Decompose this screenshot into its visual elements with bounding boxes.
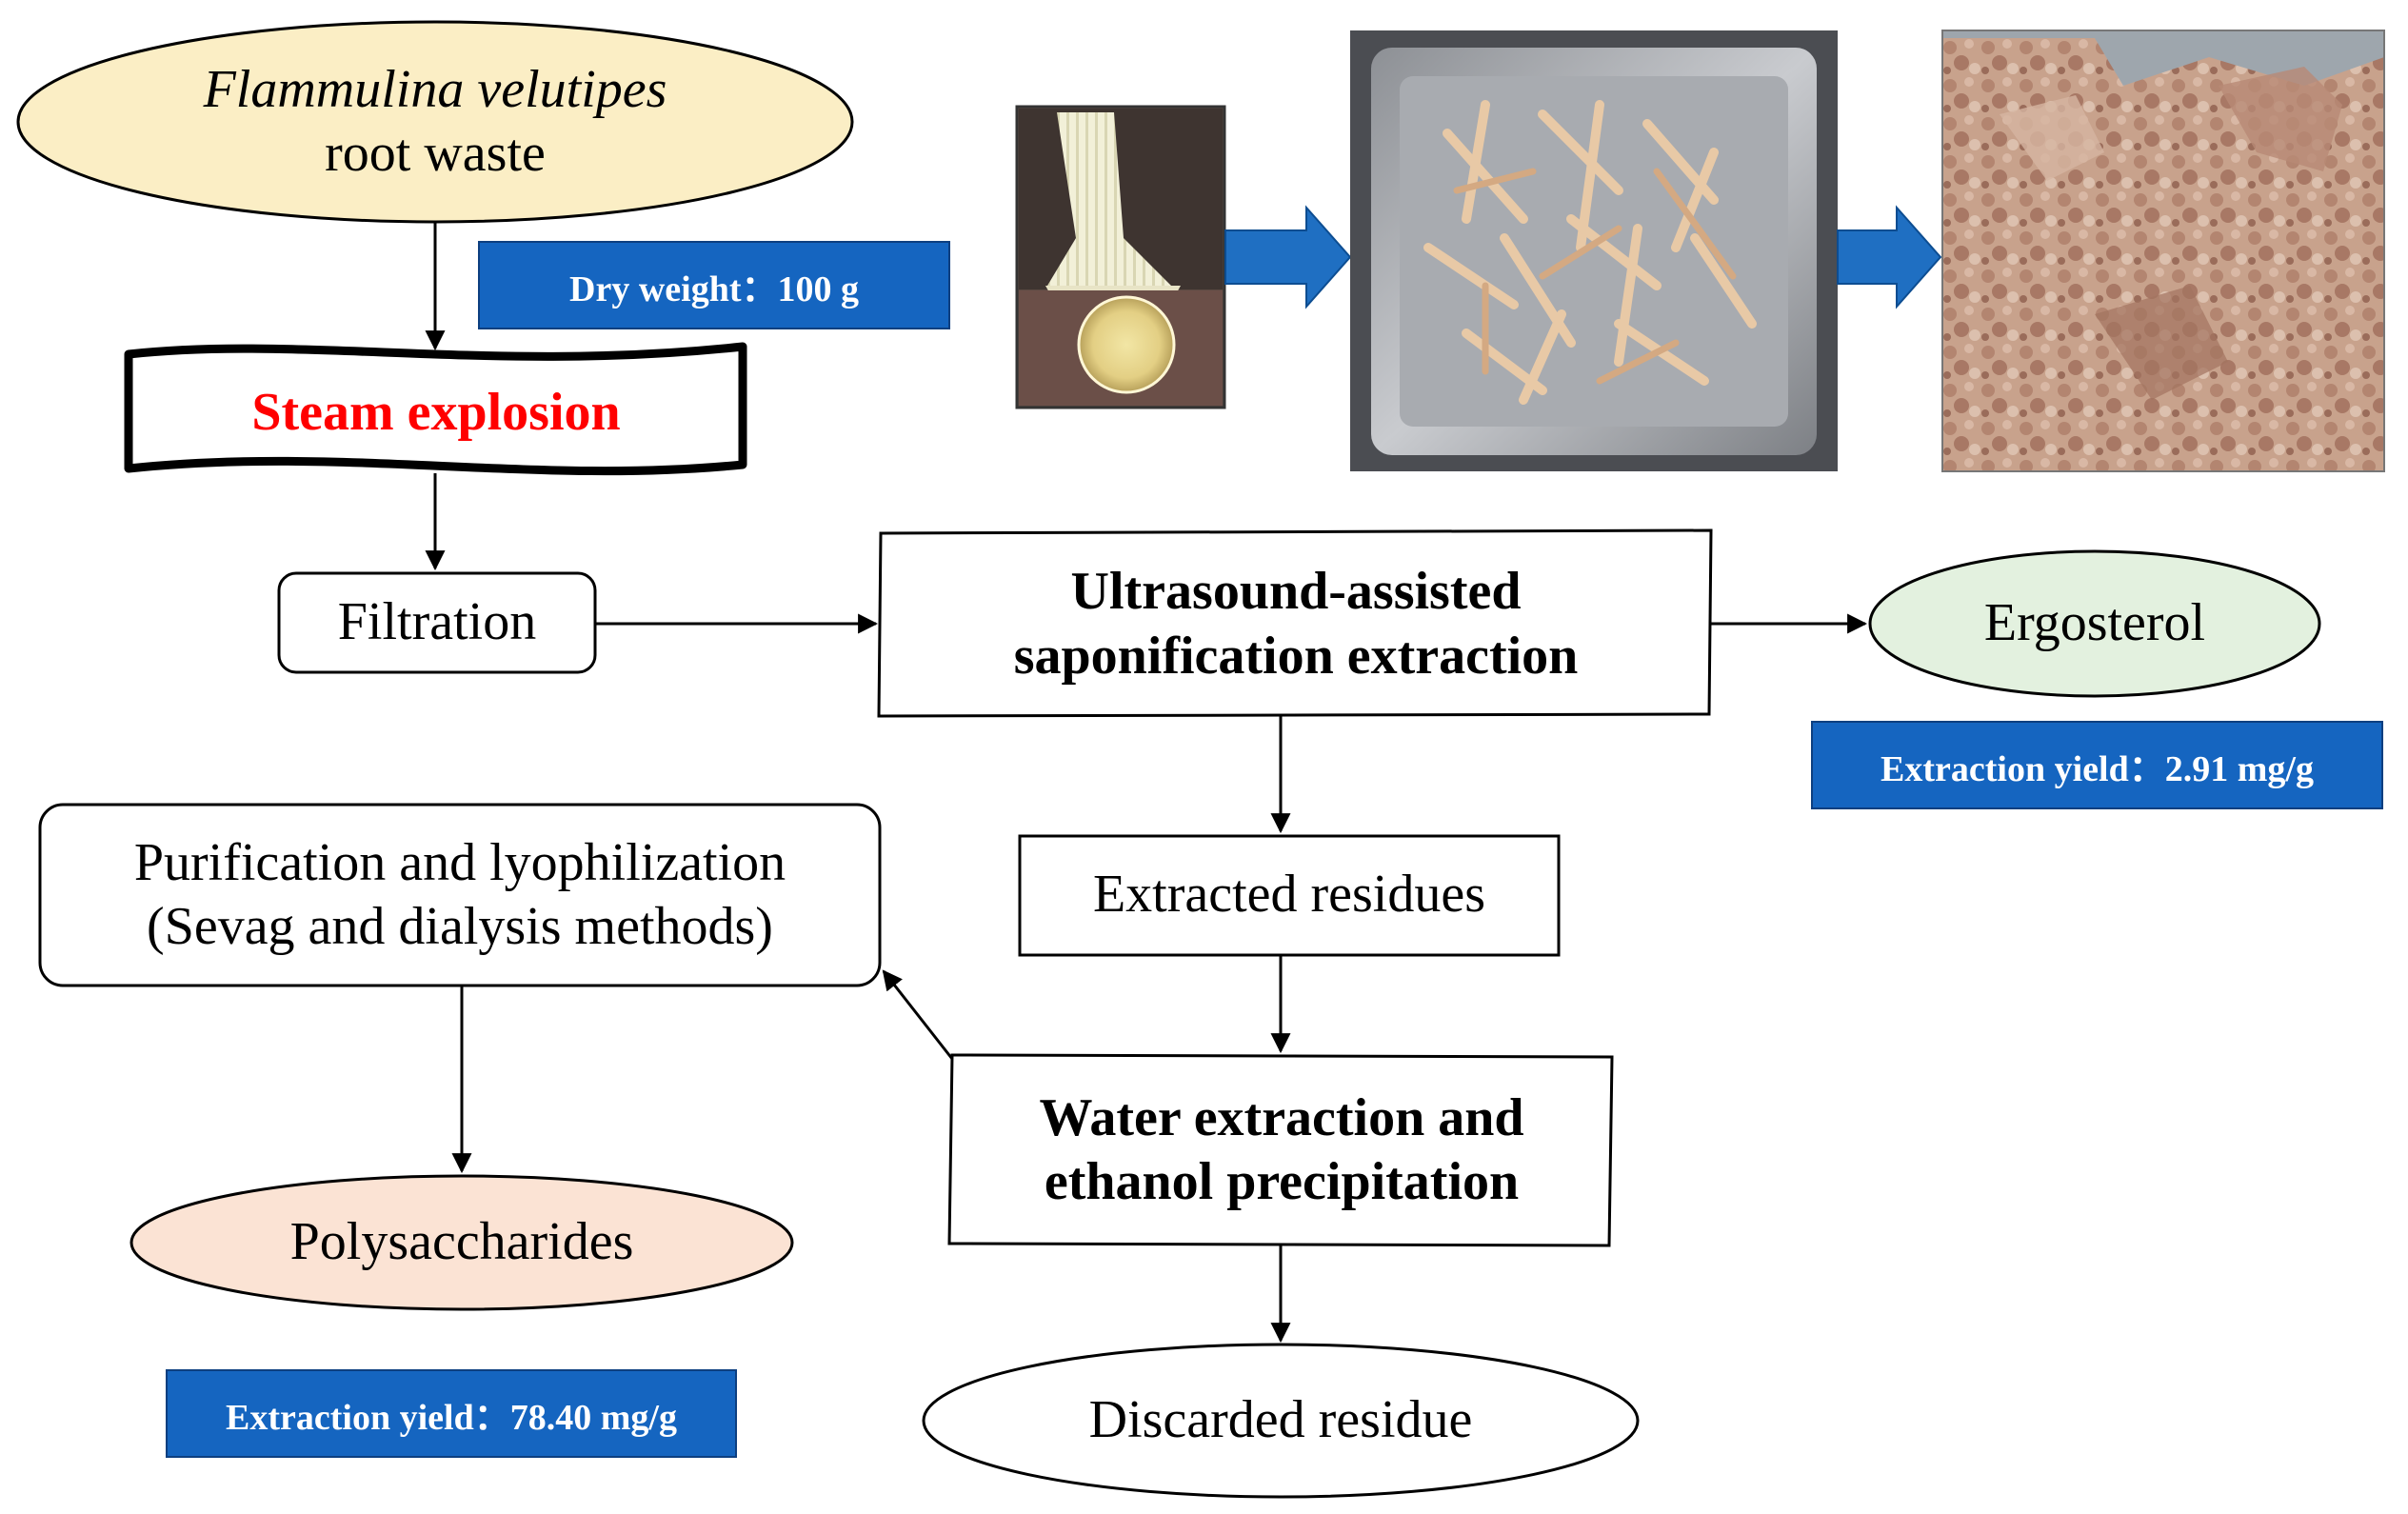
ergosterol-label: Ergosterol	[1872, 562, 2318, 686]
dry-weight-badge: Dry weight：100 g	[478, 241, 950, 329]
source-title: Flammulina velutipes	[203, 59, 667, 119]
purification-label: Purification and lyophilization (Sevag a…	[44, 808, 876, 982]
steam-explosion-text: Steam explosion	[251, 383, 621, 443]
water-extraction-box	[947, 1053, 1614, 1247]
filtration-label: Filtration	[282, 575, 592, 670]
purification-line-2: (Sevag and dialysis methods)	[147, 897, 773, 956]
ergosterol-yield-badge: Extraction yield：2.91 mg/g	[1811, 721, 2383, 809]
water-extraction-line-1: Water extraction and	[1039, 1087, 1524, 1147]
ergosterol-yield-text: Extraction yield：2.91 mg/g	[1881, 749, 2314, 789]
extracted-residues-text: Extracted residues	[1092, 865, 1486, 925]
polysaccharide-yield-text: Extraction yield：78.40 mg/g	[226, 1398, 677, 1438]
steam-explosion-label: Steam explosion	[133, 362, 739, 465]
discarded-residue-ellipse	[922, 1343, 1640, 1499]
discarded-residue-text: Discarded residue	[1088, 1390, 1473, 1450]
ergosterol-ellipse	[1868, 549, 2321, 698]
mushroom-root-photo	[1015, 105, 1226, 409]
extracted-residues-box	[1018, 834, 1561, 957]
purification-line-1: Purification and lyophilization	[133, 832, 786, 892]
polysaccharides-text: Polysaccharides	[289, 1212, 634, 1272]
ultrasound-line-1: Ultrasound-assisted	[1070, 562, 1522, 622]
water-extraction-label: Water extraction and ethanol precipitati…	[956, 1059, 1607, 1242]
photo-arrow-2	[1837, 205, 1942, 309]
arrow-water-to-purification	[882, 969, 954, 1060]
steam-explosion-box	[124, 342, 747, 476]
polysaccharides-label: Polysaccharides	[133, 1181, 790, 1305]
ultrasound-label: Ultrasound-assisted saponification extra…	[886, 536, 1706, 712]
purification-box	[38, 803, 882, 987]
steam-exploded-material-photo	[1941, 30, 2385, 472]
discarded-residue-label: Discarded residue	[928, 1352, 1633, 1489]
polysaccharide-yield-badge: Extraction yield：78.40 mg/g	[166, 1369, 737, 1458]
dry-weight-text: Dry weight：100 g	[569, 269, 859, 309]
water-extraction-line-2: ethanol precipitation	[1044, 1152, 1520, 1211]
source-node-text: Flammulina velutipes root waste	[57, 38, 813, 206]
extracted-residues-label: Extracted residues	[1023, 838, 1556, 952]
ultrasound-line-2: saponification extraction	[1013, 626, 1579, 686]
source-subtitle: root waste	[325, 124, 546, 183]
ergosterol-text: Ergosterol	[1983, 593, 2206, 653]
shredded-root-tray-photo	[1350, 30, 1838, 471]
ultrasound-box	[877, 528, 1713, 718]
polysaccharides-ellipse	[129, 1174, 794, 1311]
filtration-text: Filtration	[337, 592, 537, 652]
photo-arrow-1	[1224, 205, 1352, 309]
